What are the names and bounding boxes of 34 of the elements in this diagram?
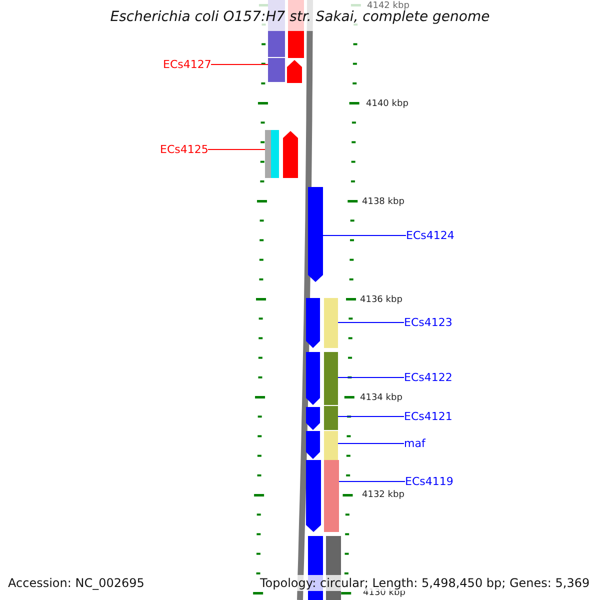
gene-label: ECs4123 [404,316,452,329]
scale-label: 4138 kbp [362,197,404,208]
scale-label: 4140 kbp [366,99,408,110]
leader-line [338,322,404,323]
gene-feature [306,352,338,405]
scale-label: 4132 kbp [362,490,404,501]
leader-line [338,481,406,482]
leader-line [338,443,404,444]
gene-feature [306,460,339,532]
leader-line [338,377,404,378]
scale-label: 4134 kbp [360,393,402,404]
gene-label: ECs4121 [404,410,452,423]
footer-text: Accession: NC_002695 [8,575,144,591]
leader-line [322,235,406,236]
gene-label: ECs4124 [406,229,454,242]
scale-label: 4130 kbp [363,588,406,599]
title: Escherichia coli O157:H7 str. Sakai, complete genome [109,9,491,26]
gene-feature [306,298,338,348]
gene-label: ECs4119 [405,475,454,488]
leader-line [208,149,266,150]
gene-feature [308,187,323,282]
gene-feature [306,406,338,430]
gene-feature [268,58,302,83]
gene-label: ECs4122 [404,371,452,384]
leader-line [210,64,268,65]
scale-label: 4142 kbp [367,1,410,11]
scale-label: 4136 kbp [360,295,402,306]
gene-label: ECs4127 [163,58,212,71]
leader-line [338,416,404,417]
gene-label: maf [404,437,426,450]
gene-feature [306,431,338,460]
footer-text: Topology: circular; Length: 5,498,450 bp; Genes: 5,369 [260,575,590,591]
gene-label: ECs4125 [160,143,208,156]
gene-feature [265,130,298,178]
